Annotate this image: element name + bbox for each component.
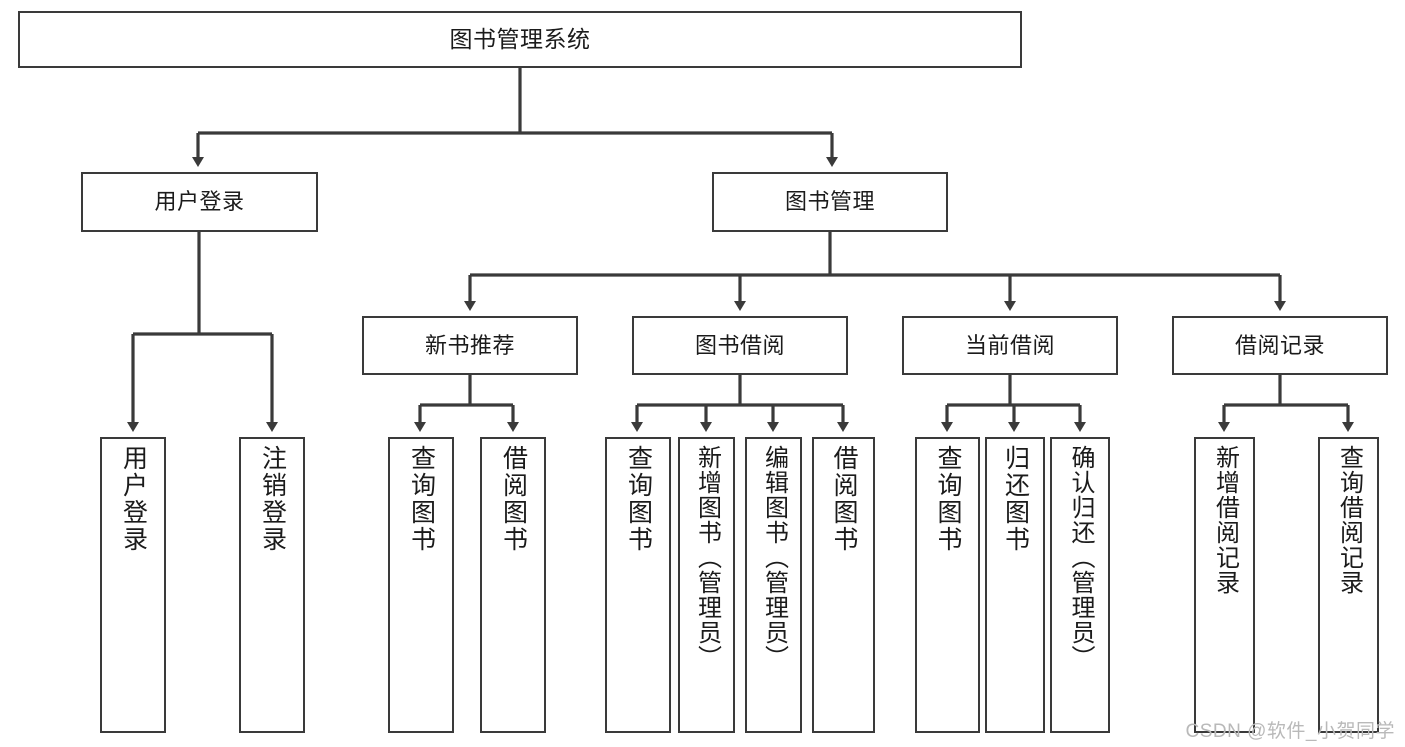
node-label: 借阅图书 — [499, 445, 528, 553]
leaf-borrow-book-recommend[interactable]: 借阅图书 — [480, 437, 546, 733]
node-new-book-recommend[interactable]: 新书推荐 — [362, 316, 578, 375]
node-label: 注销登录 — [258, 445, 287, 553]
node-book-borrow[interactable]: 图书借阅 — [632, 316, 848, 375]
node-label: 归还图书 — [1001, 445, 1030, 553]
node-label: 借阅图书 — [830, 445, 858, 553]
leaf-query-book-borrow[interactable]: 查询图书 — [605, 437, 671, 733]
node-root-system[interactable]: 图书管理系统 — [18, 11, 1022, 68]
leaf-query-book-current[interactable]: 查询图书 — [915, 437, 980, 733]
leaf-add-borrow-record[interactable]: 新增借阅记录 — [1194, 437, 1255, 733]
node-label: 图书借阅 — [694, 332, 785, 358]
leaf-edit-book-admin[interactable]: 编辑图书（管理员） — [745, 437, 802, 733]
leaf-logout[interactable]: 注销登录 — [239, 437, 305, 733]
leaf-query-book-recommend[interactable]: 查询图书 — [388, 437, 454, 733]
node-label: 新增图书（管理员） — [693, 445, 721, 670]
leaf-user-login[interactable]: 用户登录 — [100, 437, 166, 733]
node-label: 查询图书 — [624, 445, 653, 553]
node-label: 借阅记录 — [1234, 332, 1325, 358]
leaf-query-borrow-record[interactable]: 查询借阅记录 — [1318, 437, 1379, 733]
leaf-borrow-book[interactable]: 借阅图书 — [812, 437, 875, 733]
node-current-borrow[interactable]: 当前借阅 — [902, 316, 1118, 375]
node-label: 确认归还（管理员） — [1067, 445, 1094, 670]
node-label: 查询图书 — [934, 445, 962, 553]
node-label: 图书管理系统 — [449, 26, 591, 53]
node-borrow-records[interactable]: 借阅记录 — [1172, 316, 1388, 375]
node-label: 用户登录 — [119, 445, 148, 553]
node-user-login[interactable]: 用户登录 — [81, 172, 318, 232]
node-label: 编辑图书（管理员） — [760, 445, 788, 670]
node-label: 查询借阅记录 — [1335, 445, 1363, 595]
leaf-return-book[interactable]: 归还图书 — [985, 437, 1045, 733]
node-label: 当前借阅 — [964, 332, 1055, 358]
node-label: 用户登录 — [154, 189, 245, 215]
node-label: 新书推荐 — [424, 332, 515, 358]
leaf-add-book-admin[interactable]: 新增图书（管理员） — [678, 437, 735, 733]
node-label: 图书管理 — [784, 189, 875, 215]
watermark: CSDN @软件_小贺同学 — [1185, 721, 1395, 742]
node-label: 新增借阅记录 — [1211, 445, 1239, 595]
node-label: 查询图书 — [407, 445, 436, 553]
leaf-confirm-return-admin[interactable]: 确认归还（管理员） — [1050, 437, 1110, 733]
node-book-management[interactable]: 图书管理 — [712, 172, 948, 232]
